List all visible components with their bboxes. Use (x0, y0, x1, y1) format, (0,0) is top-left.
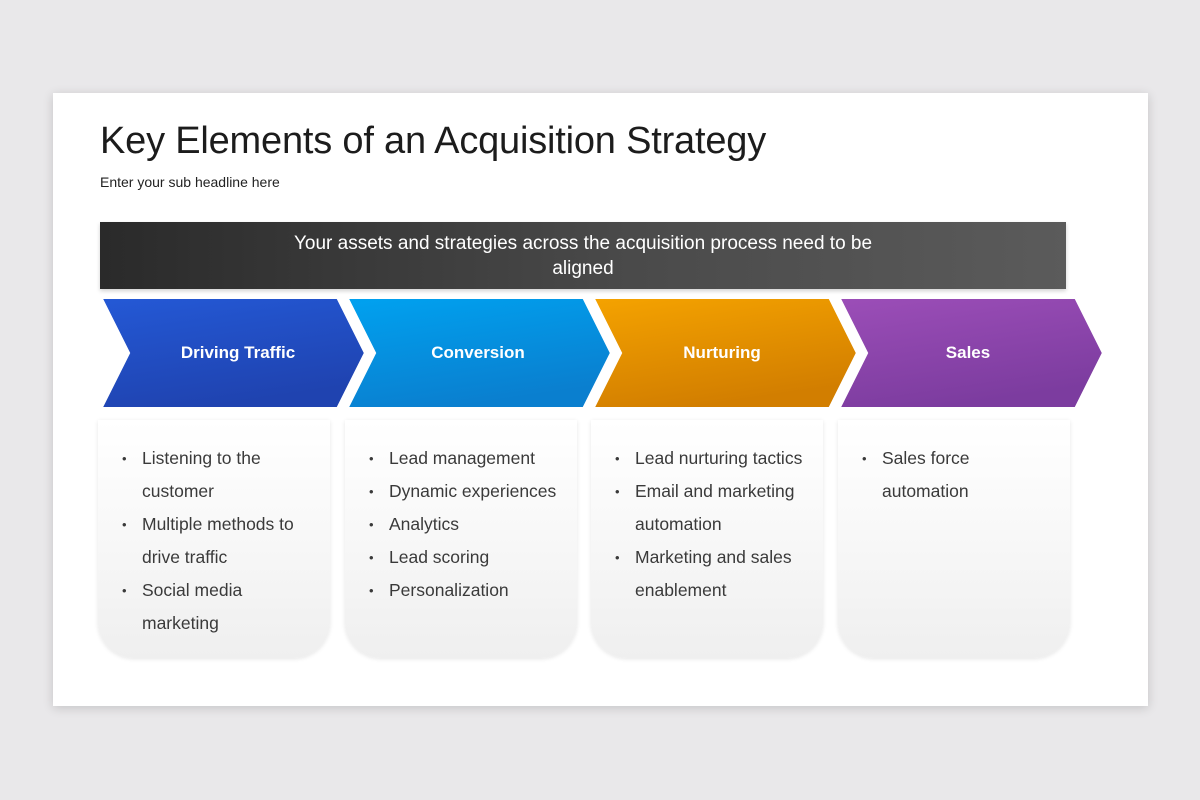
bullet-icon: • (369, 484, 374, 499)
list-item: • Personalization (369, 574, 565, 607)
list-item: • Email and marketing automation (615, 475, 811, 541)
list-item-text: Personalization (389, 580, 509, 600)
list-item: • Lead nurturing tactics (615, 442, 811, 475)
list-item-text: Analytics (389, 514, 460, 534)
list-item: • Social media marketing (122, 574, 318, 640)
list-item-text: Listening to the customer (142, 448, 261, 501)
bullet-list: • Lead management • Dynamic experiences • A… (369, 442, 565, 607)
slide-title: Key Elements of an Acquisition Strategy (100, 120, 767, 162)
list-item: • Listening to the customer (122, 442, 318, 508)
list-item: • Dynamic experiences (369, 475, 565, 508)
banner-text: Your assets and strategies across the ac… (293, 232, 873, 279)
list-item-text: Dynamic experiences (389, 481, 557, 501)
list-item: • Lead scoring (369, 541, 565, 574)
card-driving-traffic: • Listening to the customer • Multiple met… (98, 420, 330, 658)
list-item: • Multiple methods to drive traffic (122, 508, 318, 574)
list-item-text: Sales force automation (882, 448, 970, 501)
bullet-icon: • (369, 550, 374, 565)
list-item: • Lead management (369, 442, 565, 475)
card-conversion: • Lead management • Dynamic experiences • A… (345, 420, 577, 658)
bullet-icon: • (369, 583, 374, 598)
slide-subtitle: Enter your sub headline here (100, 174, 280, 190)
list-item-text: Marketing and sales enablement (635, 547, 792, 600)
stage-label-driving-traffic: Driving Traffic (180, 343, 296, 362)
bullet-list: • Sales force automation (862, 442, 1058, 508)
list-item-text: Lead management (389, 448, 535, 468)
list-item-text: Social media marketing (142, 580, 243, 633)
card-sales: • Sales force automation (838, 420, 1070, 658)
bullet-icon: • (122, 451, 127, 466)
bullet-icon: • (122, 517, 127, 532)
bullet-icon: • (615, 451, 620, 466)
bullet-icon: • (615, 550, 620, 565)
bullet-icon: • (369, 517, 374, 532)
chevron-conversion[interactable] (342, 295, 615, 411)
list-item-text: Lead nurturing tactics (635, 448, 803, 468)
bullet-list: • Lead nurturing tactics • Email and marke… (615, 442, 811, 607)
list-item: • Analytics (369, 508, 565, 541)
stage-label-nurturing: Nurturing (683, 343, 761, 362)
bullet-list: • Listening to the customer • Multiple met… (122, 442, 318, 640)
list-item: • Marketing and sales enablement (615, 541, 811, 607)
bullet-icon: • (862, 451, 867, 466)
bullet-icon: • (122, 583, 127, 598)
slide: Key Elements of an Acquisition Strategy … (53, 93, 1148, 706)
chevron-nurturing[interactable] (588, 295, 861, 411)
list-item-text: Lead scoring (389, 547, 490, 567)
bullet-icon: • (369, 451, 374, 466)
list-item-text: Email and marketing automation (635, 481, 795, 534)
stage-label-sales: Sales (945, 343, 991, 362)
alignment-banner: Your assets and strategies across the ac… (100, 222, 1066, 289)
stage-label-conversion: Conversion (431, 343, 525, 362)
chevron-driving-traffic[interactable] (96, 295, 369, 411)
card-nurturing: • Lead nurturing tactics • Email and marke… (591, 420, 823, 658)
list-item-text: Multiple methods to drive traffic (142, 514, 294, 567)
process-chevrons (96, 295, 1107, 411)
bullet-icon: • (615, 484, 620, 499)
list-item: • Sales force automation (862, 442, 1058, 508)
chevron-sales[interactable] (834, 295, 1107, 411)
